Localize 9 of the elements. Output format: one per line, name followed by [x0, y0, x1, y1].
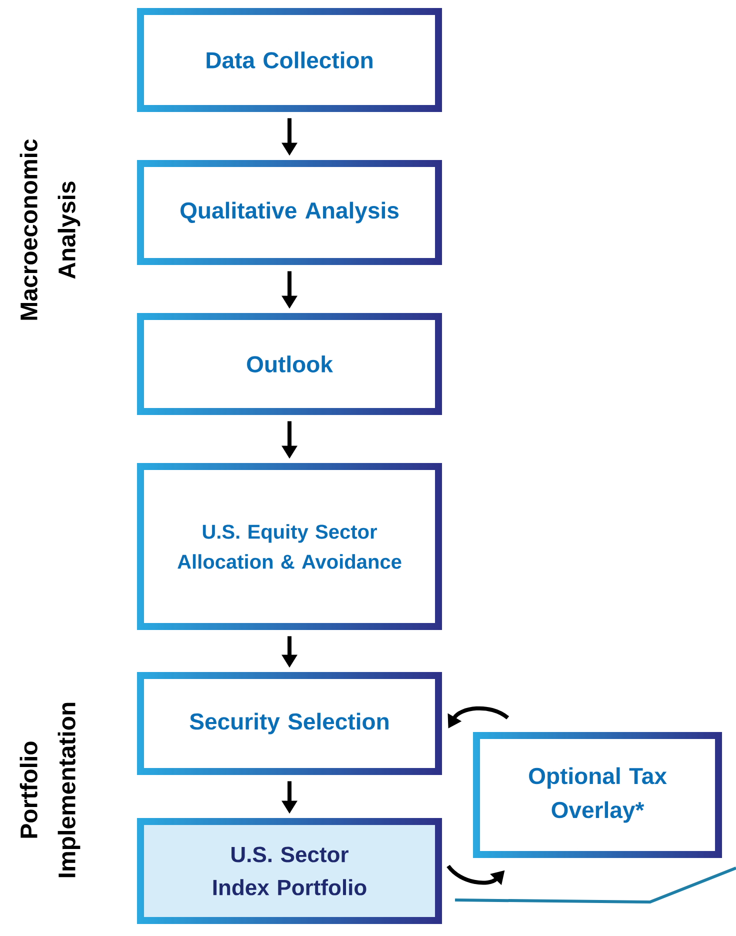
process-box: Optional Tax Overlay* [473, 732, 722, 858]
process-box: U.S. Equity Sector Allocation & Avoidance [137, 463, 442, 630]
section-label: Macroeconomic Analysis [20, 139, 80, 320]
process-box: Qualitative Analysis [137, 160, 442, 265]
process-box: Outlook [137, 313, 442, 415]
process-box: U.S. Sector Index Portfolio [137, 818, 442, 924]
process-box: Data Collection [137, 8, 442, 112]
process-box: Security Selection [137, 672, 442, 775]
section-label: Portfolio Implementation [20, 702, 80, 878]
